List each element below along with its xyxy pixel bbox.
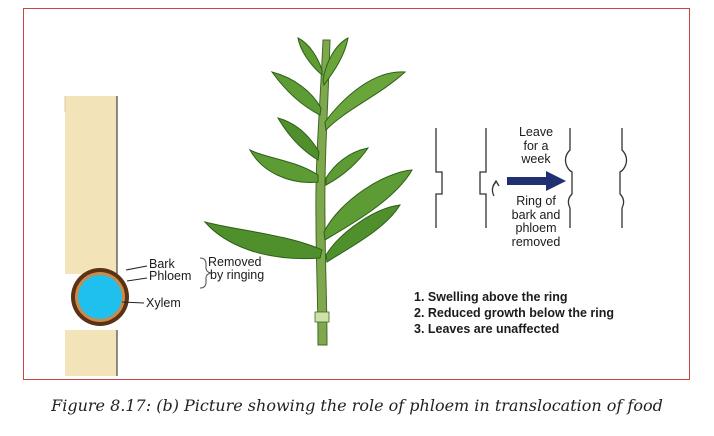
label-phloem: Phloem [149, 269, 192, 283]
plant-illustration [203, 37, 413, 346]
lower-stem-piece [65, 330, 117, 376]
ring-line-4: removed [511, 234, 561, 249]
ring-line-2: bark and [511, 207, 561, 222]
ring-line-1: Ring of [516, 194, 556, 208]
leave-line-1: Leave [518, 125, 554, 139]
bark-pointer [125, 265, 148, 271]
label-xylem: Xylem [146, 296, 181, 310]
figure-caption: Figure 8.17: (b) Picture showing the rol… [51, 396, 663, 415]
ring-line-3: phloem [515, 221, 557, 235]
xylem-core [78, 275, 122, 319]
upper-stem-piece [65, 96, 117, 274]
observation-1: 1. Swelling above the ring [414, 290, 568, 304]
phloem-pointer [126, 277, 148, 282]
stem-after-left [564, 128, 573, 228]
leave-line-3: week [521, 152, 551, 166]
label-ring-removed: Ring of bark and phloem removed [498, 194, 574, 249]
transition-arrow [507, 171, 566, 191]
observation-3: 3. Leaves are unaffected [414, 322, 560, 336]
observations-list: 1. Swelling above the ring 2. Reduced gr… [414, 289, 614, 337]
xylem-pointer [121, 301, 145, 304]
label-bark: Bark [149, 257, 175, 271]
label-removed-1: Removed [208, 255, 262, 269]
stem-cross-section-diagram [64, 96, 212, 376]
stem-before-left [435, 128, 443, 228]
leave-line-2: for a [523, 138, 549, 153]
stem-before-right [479, 128, 487, 228]
observation-2: 2. Reduced growth below the ring [414, 306, 615, 320]
ringing-experiment-diagram [435, 128, 628, 228]
brace [199, 257, 212, 289]
stem-after-right [619, 128, 628, 228]
figure-frame [23, 8, 690, 380]
label-leave-for-week: Leave for a week [500, 125, 572, 167]
label-removed-2: by ringing [210, 268, 265, 282]
